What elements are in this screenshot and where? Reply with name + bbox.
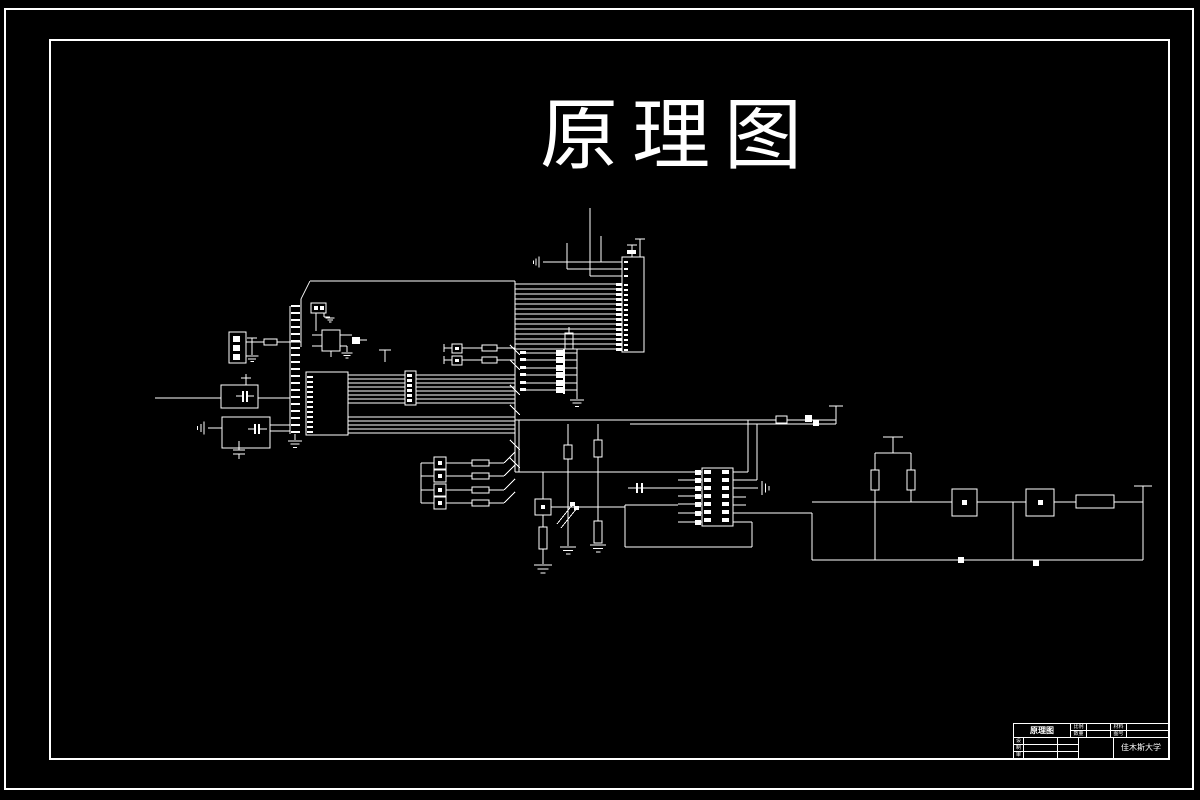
scale-label: 比例 xyxy=(1071,724,1086,731)
number-label: 图号 xyxy=(1113,731,1124,737)
check-value xyxy=(1024,752,1058,758)
draft-date xyxy=(1058,745,1079,752)
design-label: 设计 xyxy=(1014,738,1024,745)
drawing-title: 原理图 xyxy=(540,92,817,179)
material-label: 材料 xyxy=(1111,724,1126,731)
material-value xyxy=(1127,724,1168,731)
title-block-drawing-name: 原理图 xyxy=(1014,724,1071,738)
number-value xyxy=(1127,731,1168,737)
title-block-label-col-b: 材料 图号 xyxy=(1111,724,1127,738)
title-block-blank-cell xyxy=(1079,738,1114,758)
school-name: 佳木斯大学 xyxy=(1121,743,1161,752)
scale-value xyxy=(1087,724,1110,731)
check-date xyxy=(1058,752,1079,758)
check-label: 审核 xyxy=(1014,752,1024,758)
design-value xyxy=(1024,738,1058,745)
design-date xyxy=(1058,738,1079,745)
title-block: 原理图 比例 数量 材料 图号 设计 制图 审核 佳木斯大学 xyxy=(1013,723,1169,759)
draft-label: 制图 xyxy=(1014,745,1024,752)
title-block-label-col-a: 比例 数量 xyxy=(1071,724,1087,738)
qty-value xyxy=(1087,731,1110,737)
title-block-value-col-b xyxy=(1127,724,1168,738)
qty-label: 数量 xyxy=(1073,731,1084,737)
title-block-value-col-a xyxy=(1087,724,1111,738)
draft-value xyxy=(1024,745,1058,752)
